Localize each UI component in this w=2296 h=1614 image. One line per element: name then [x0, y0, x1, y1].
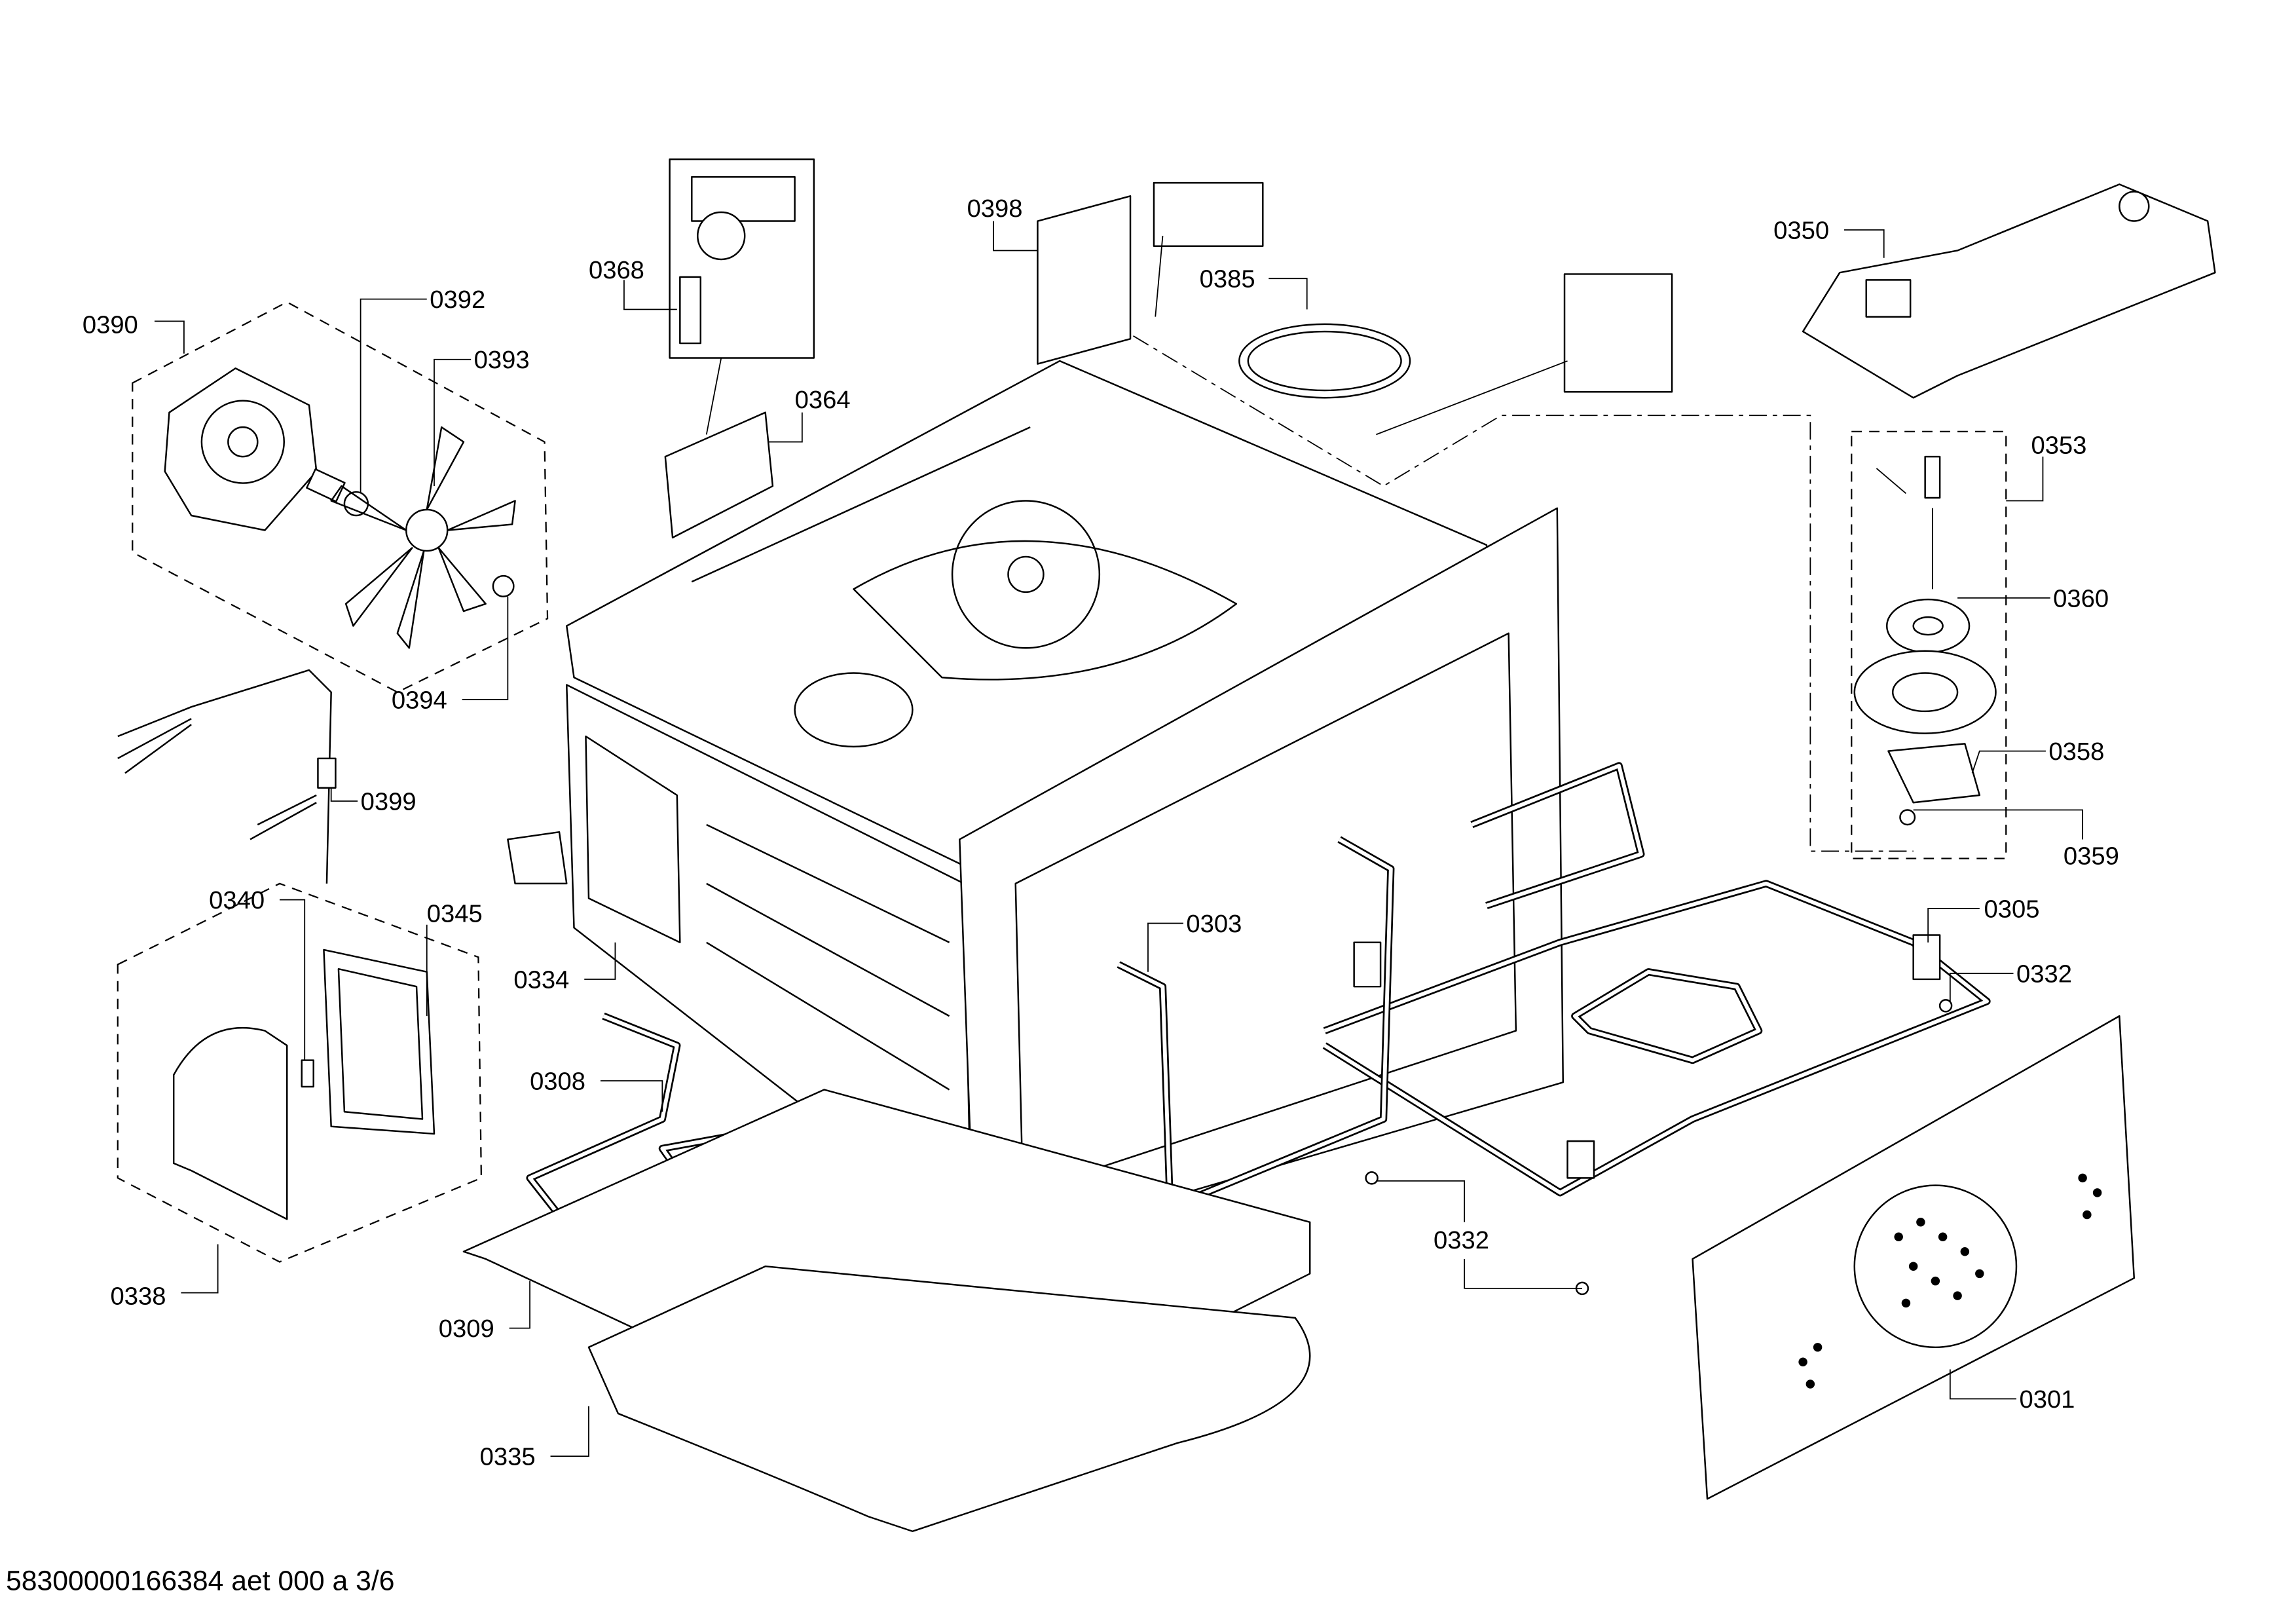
part-label-0392: 0392: [430, 286, 485, 314]
cover-plate-0364: [664, 411, 774, 538]
part-labels: 0390 0392 0393 0368 0398 0385 0364 0350 …: [83, 195, 2119, 1471]
cover-group: [117, 882, 483, 1263]
rear-panel: [1692, 1015, 2136, 1500]
part-label-0393: 0393: [474, 346, 530, 374]
cable-harness: [117, 669, 332, 884]
part-label-0335: 0335: [480, 1443, 536, 1471]
part-label-0359: 0359: [2064, 842, 2119, 871]
part-label-0358: 0358: [2048, 738, 2104, 766]
part-label-0390: 0390: [83, 310, 138, 339]
oven-cavity: [507, 360, 1565, 1256]
fan-blade-icon: [330, 426, 516, 649]
part-label-0305: 0305: [1984, 895, 2040, 924]
part-label-0364: 0364: [795, 386, 851, 414]
part-label-0303: 0303: [1186, 910, 1242, 938]
part-label-0350: 0350: [1773, 216, 1829, 244]
part-label-0385: 0385: [1200, 265, 1255, 293]
part-label-0309: 0309: [439, 1315, 494, 1343]
part-label-0399: 0399: [361, 787, 417, 816]
gasket-0335: [587, 1265, 1311, 1532]
convection-cover: [1802, 183, 2216, 399]
lamp-group: [1851, 430, 2007, 859]
cover-plate-0398: [1037, 195, 1132, 365]
part-label-0398: 0398: [967, 195, 1023, 223]
part-label-0308: 0308: [530, 1068, 585, 1096]
part-label-0332-bottom: 0332: [1434, 1226, 1489, 1254]
fan-motor-group: [132, 301, 549, 693]
control-module-inset: [669, 158, 815, 435]
part-label-0360: 0360: [2053, 584, 2109, 612]
part-label-0332: 0332: [2016, 960, 2072, 988]
part-label-0301: 0301: [2019, 1385, 2075, 1414]
heating-element-top: [1322, 762, 1991, 1197]
part-label-0340: 0340: [209, 886, 265, 914]
part-label-0334: 0334: [513, 966, 569, 994]
part-label-0394: 0394: [392, 686, 447, 714]
part-label-0368: 0368: [589, 256, 644, 284]
leader-lines: [154, 221, 2084, 1457]
part-label-0353: 0353: [2031, 432, 2086, 460]
part-label-0345: 0345: [427, 899, 483, 928]
part-label-0338: 0338: [111, 1283, 166, 1311]
document-footer-id: 58300000166384 aet 000 a 3/6: [6, 1566, 394, 1597]
